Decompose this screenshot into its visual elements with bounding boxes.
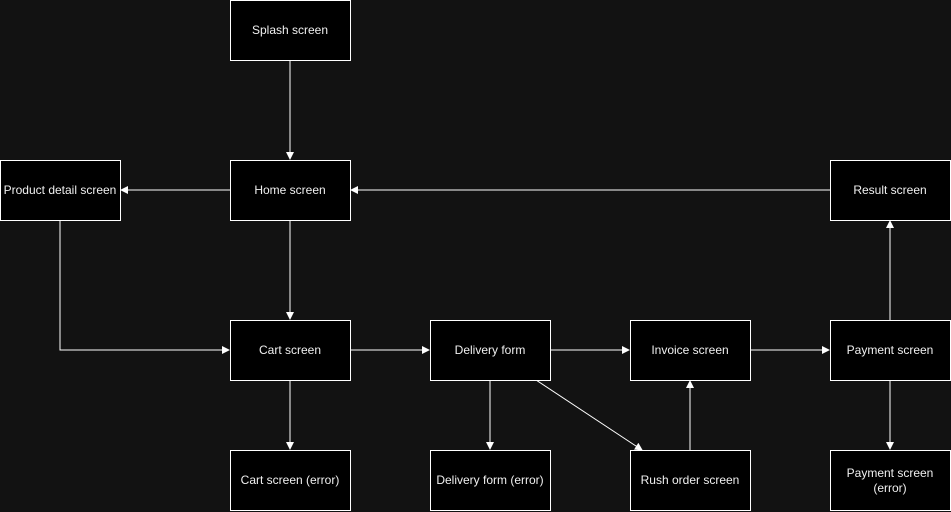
node-label: Cart screen (error) — [241, 473, 340, 487]
node-label: Delivery form — [455, 343, 526, 357]
node-label: Home screen — [254, 183, 325, 197]
node-label-line-1: Payment screen — [847, 466, 934, 480]
node-label: Splash screen — [252, 23, 328, 37]
node-splash-screen[interactable]: Splash screen — [230, 0, 351, 61]
node-payment-screen-error[interactable]: Payment screen (error) — [830, 450, 951, 511]
node-label: Result screen — [853, 183, 926, 197]
node-label: Payment screen — [847, 343, 934, 357]
node-product-detail-screen[interactable]: Product detail screen — [0, 160, 121, 221]
node-delivery-form[interactable]: Delivery form — [430, 320, 551, 381]
node-invoice-screen[interactable]: Invoice screen — [630, 320, 751, 381]
edges — [59, 60, 894, 451]
node-cart-screen-error[interactable]: Cart screen (error) — [230, 450, 351, 511]
node-label: Product detail screen — [4, 183, 117, 197]
node-label: Rush order screen — [641, 473, 740, 487]
node-delivery-form-error[interactable]: Delivery form (error) — [430, 450, 551, 511]
edge-product-detail-to-cart — [59, 220, 230, 354]
node-home-screen[interactable]: Home screen — [230, 160, 351, 221]
node-payment-screen[interactable]: Payment screen — [830, 320, 951, 381]
node-result-screen[interactable]: Result screen — [830, 160, 951, 221]
edge-delivery-form-to-rush-order — [535, 379, 643, 451]
node-label: Delivery form (error) — [436, 473, 543, 487]
node-label: Invoice screen — [651, 343, 728, 357]
node-label: Cart screen — [259, 343, 321, 357]
node-label-line-2: (error) — [873, 481, 906, 495]
node-rush-order-screen[interactable]: Rush order screen — [630, 450, 751, 511]
node-cart-screen[interactable]: Cart screen — [230, 320, 351, 381]
